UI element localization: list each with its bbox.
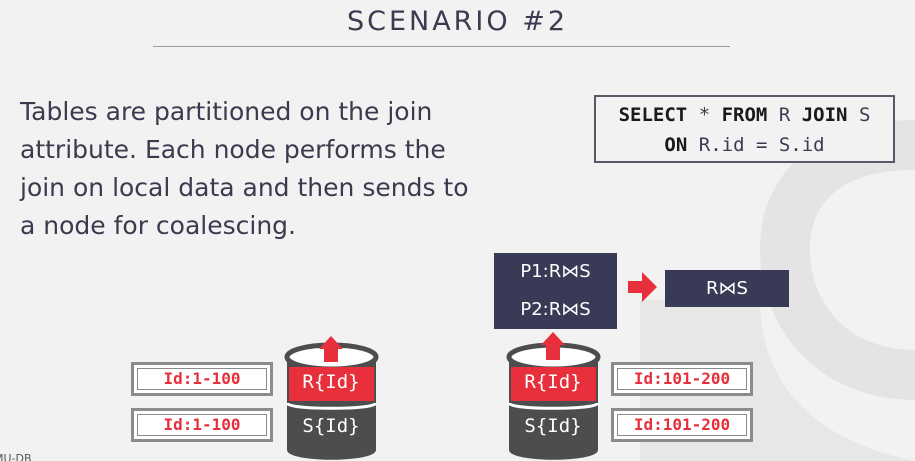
- sql-query-box: SELECT * FROM R JOIN S ON R.id = S.id: [594, 95, 895, 163]
- partial-result-p1: P1:R⋈S: [520, 261, 591, 282]
- database-icon-node-1: [284, 342, 379, 460]
- db-label-r-node-1: R{Id}: [302, 371, 360, 393]
- db-label-r-node-2: R{Id}: [524, 371, 582, 393]
- range-box-s-node-2: Id:101-200: [611, 408, 753, 442]
- sql-from-keyword: FROM: [721, 104, 768, 126]
- sql-table-s: S: [858, 104, 871, 126]
- range-label: Id:101-200: [617, 414, 747, 436]
- sql-table-r: R: [778, 104, 791, 126]
- range-label: Id:1-100: [137, 368, 267, 390]
- footer-fragment: MU-DB: [0, 452, 32, 461]
- partial-results-box: P1:R⋈S P2:R⋈S: [494, 253, 617, 329]
- partial-result-p2: P2:R⋈S: [520, 299, 591, 320]
- up-arrow-icon-node-2: [541, 332, 565, 360]
- right-arrow-icon: [628, 272, 657, 302]
- sql-star: *: [698, 104, 711, 126]
- sql-line-2: ON R.id = S.id: [596, 130, 893, 160]
- db-label-s-node-2: S{Id}: [524, 415, 582, 437]
- database-icon-node-2: [506, 342, 601, 460]
- sql-on-keyword: ON: [664, 134, 688, 156]
- title-divider: [153, 46, 730, 47]
- range-label: Id:101-200: [617, 368, 747, 390]
- slide-title: SCENARIO #2: [346, 6, 569, 37]
- range-box-r-node-2: Id:101-200: [611, 362, 753, 396]
- description-text: Tables are partitioned on the join attri…: [20, 97, 469, 240]
- final-result-box: R⋈S: [665, 270, 789, 307]
- sql-select-keyword: SELECT: [618, 104, 688, 126]
- sql-join-condition: R.id = S.id: [698, 134, 825, 156]
- sql-join-keyword: JOIN: [801, 104, 848, 126]
- up-arrow-icon-node-1: [319, 336, 343, 362]
- sql-line-1: SELECT * FROM R JOIN S: [596, 100, 893, 130]
- range-box-s-node-1: Id:1-100: [131, 408, 273, 442]
- range-box-r-node-1: Id:1-100: [131, 362, 273, 396]
- db-label-s-node-1: S{Id}: [302, 415, 360, 437]
- range-label: Id:1-100: [137, 414, 267, 436]
